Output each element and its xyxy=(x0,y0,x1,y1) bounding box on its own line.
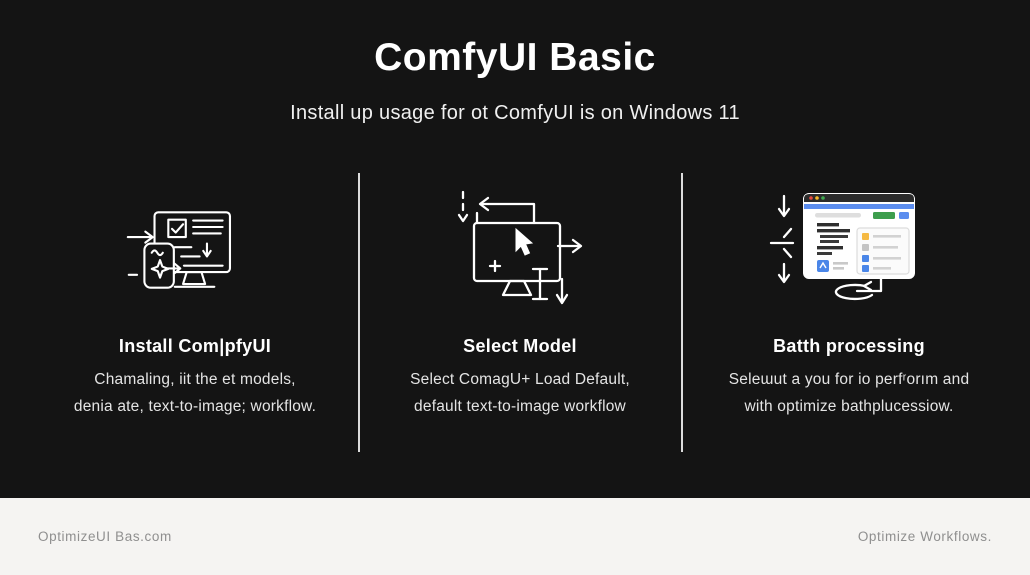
page-subtitle: Install up usage for ot ComfyUI is on Wi… xyxy=(290,102,740,124)
column-install: Install Com|pfyUI Chamaling, iit the et … xyxy=(30,176,360,420)
install-line1: Chamaling, iit the et models, xyxy=(94,371,296,388)
batch-description: Seleɯut a you for io perfʳorım and with … xyxy=(729,366,970,420)
footer-site-text: OptimizeUI Bas.com xyxy=(38,529,172,544)
column-batch-processing: Batth processing Seleɯut a you for io pe… xyxy=(688,176,1010,420)
column-select-model: Select Model Select ComagU+ Load Default… xyxy=(359,176,681,420)
install-line2: denia ate, text-to-image; workflow. xyxy=(73,398,317,415)
select-model-monitor-icon xyxy=(454,176,586,324)
select-model-line2: default text-to-image workflow xyxy=(414,398,626,415)
slide-header: ComfyUI Basic Install up usage for ot Co… xyxy=(0,0,1030,125)
batch-line2: with optimize bathplucessiow. xyxy=(744,398,954,415)
footer-tagline-text: Optimize Workflows. xyxy=(857,529,992,544)
install-description: Chamaling, iit the et models, denia ate,… xyxy=(74,366,316,420)
footer: OptimizeUI Bas.com Optimize Workflows. xyxy=(0,498,1030,575)
column-divider-right xyxy=(681,173,683,452)
batch-browser-window-icon xyxy=(769,176,929,324)
select-model-description: Select ComagU+ Load Default, default tex… xyxy=(410,366,630,420)
batch-line1: Seleɯut a you for io perfʳorım and xyxy=(728,371,970,388)
batch-heading: Batth processing xyxy=(773,336,925,356)
install-monitor-icon xyxy=(126,176,264,324)
page-title: ComfyUI Basic xyxy=(374,36,656,79)
select-model-heading: Select Model xyxy=(463,336,577,356)
select-model-line1: Select ComagU+ Load Default, xyxy=(410,371,630,388)
install-heading: Install Com|pfyUI xyxy=(118,336,272,356)
column-divider-left xyxy=(358,173,360,452)
